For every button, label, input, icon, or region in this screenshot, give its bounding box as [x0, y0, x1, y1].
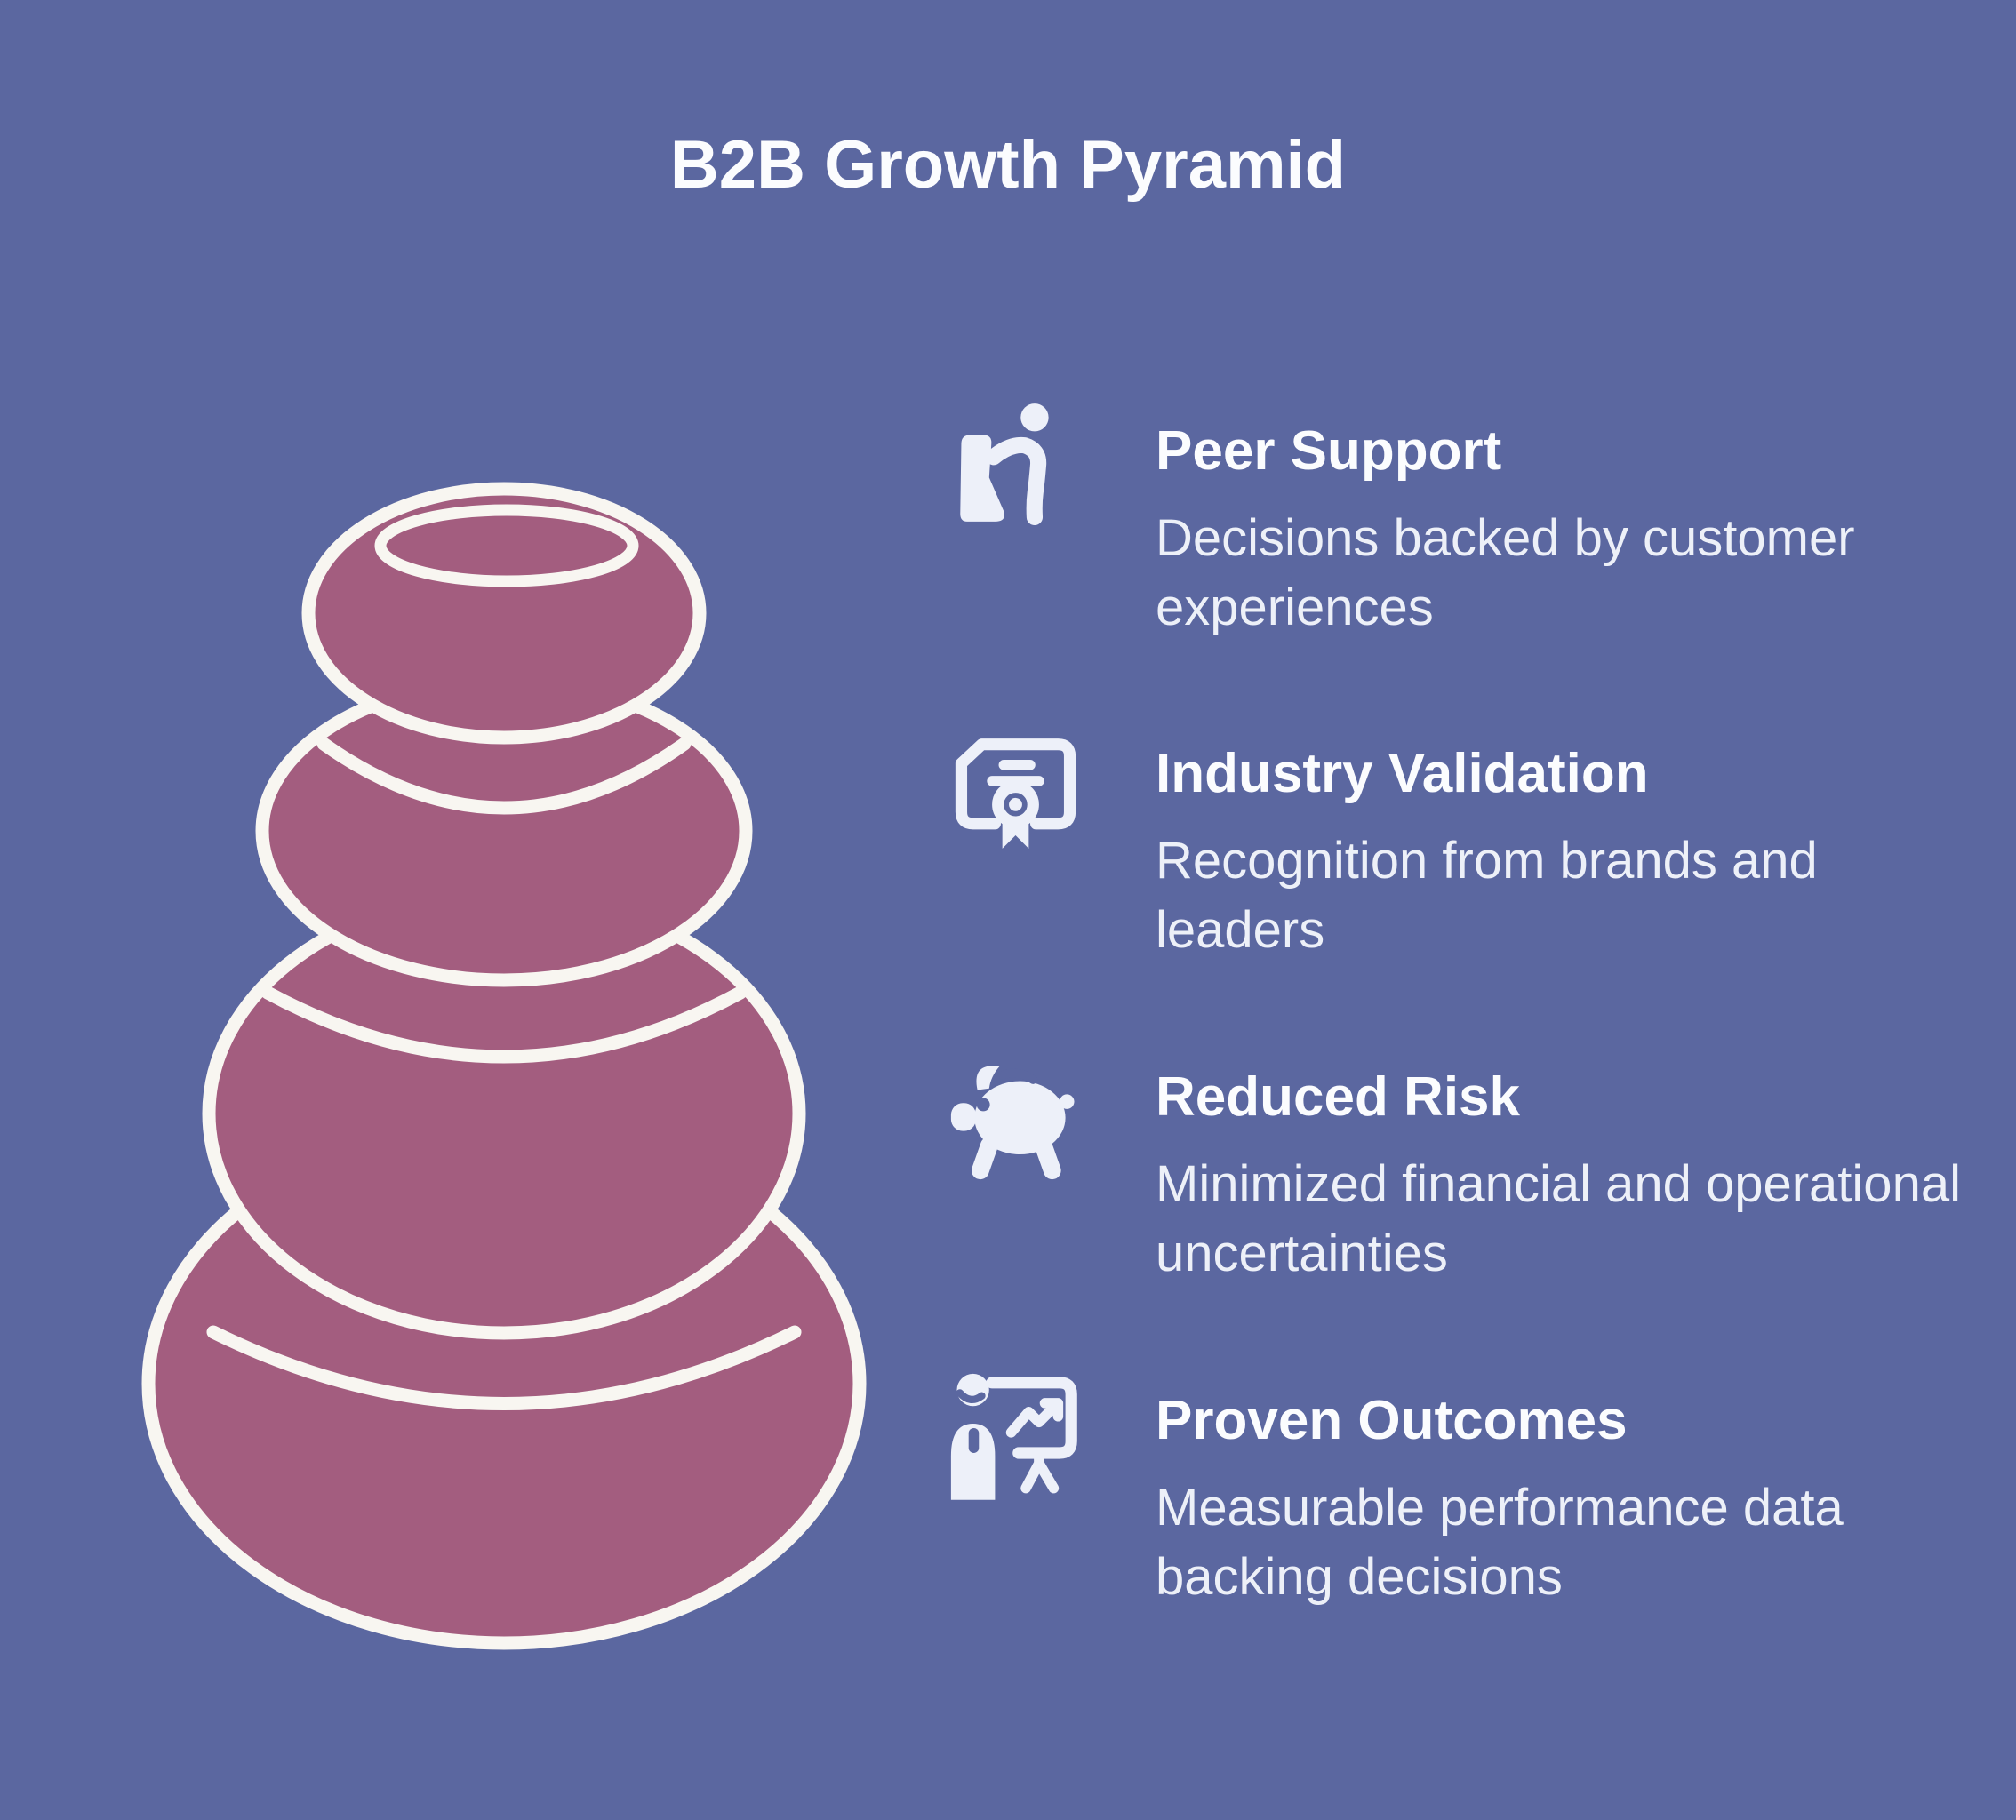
peer-support-icon	[960, 403, 1049, 526]
benefit-text-block: Reduced Risk Minimized financial and ope…	[1156, 1042, 1973, 1289]
page-title: B2B Growth Pyramid	[669, 127, 1347, 203]
stone-level-2	[255, 675, 753, 987]
benefit-text-block: Industry Validation Recognition from bra…	[1156, 718, 1973, 965]
benefit-item-proven-outcomes: Proven Outcomes Measurable performance d…	[938, 1365, 1987, 1658]
benefit-item-peer-support: Peer Support Decisions backed by custome…	[938, 395, 1987, 689]
benefit-description: Measurable performance data backing deci…	[1156, 1479, 1844, 1607]
stone-pyramid-figure	[141, 482, 867, 1650]
benefit-item-industry-validation: Industry Validation Recognition from bra…	[938, 718, 1987, 1011]
benefit-title: Reduced Risk	[1156, 1066, 1521, 1128]
benefit-description: Recognition from brands and leaders	[1156, 832, 1818, 960]
benefit-text-block: Proven Outcomes Measurable performance d…	[1156, 1365, 1973, 1612]
benefit-title: Peer Support	[1156, 420, 1502, 482]
benefit-title: Industry Validation	[1156, 743, 1649, 804]
presentation-chart-icon	[950, 1373, 1077, 1500]
benefit-text-block: Peer Support Decisions backed by custome…	[1156, 395, 1973, 643]
benefit-title: Proven Outcomes	[1156, 1390, 1628, 1451]
stone-level-1	[301, 482, 707, 745]
benefit-description: Decisions backed by customer experiences	[1156, 509, 1855, 637]
benefit-description: Minimized financial and operational unce…	[1156, 1155, 1961, 1283]
benefit-item-reduced-risk: Reduced Risk Minimized financial and ope…	[938, 1042, 1987, 1335]
piggy-bank-icon	[950, 1066, 1075, 1180]
certificate-icon	[955, 738, 1076, 849]
